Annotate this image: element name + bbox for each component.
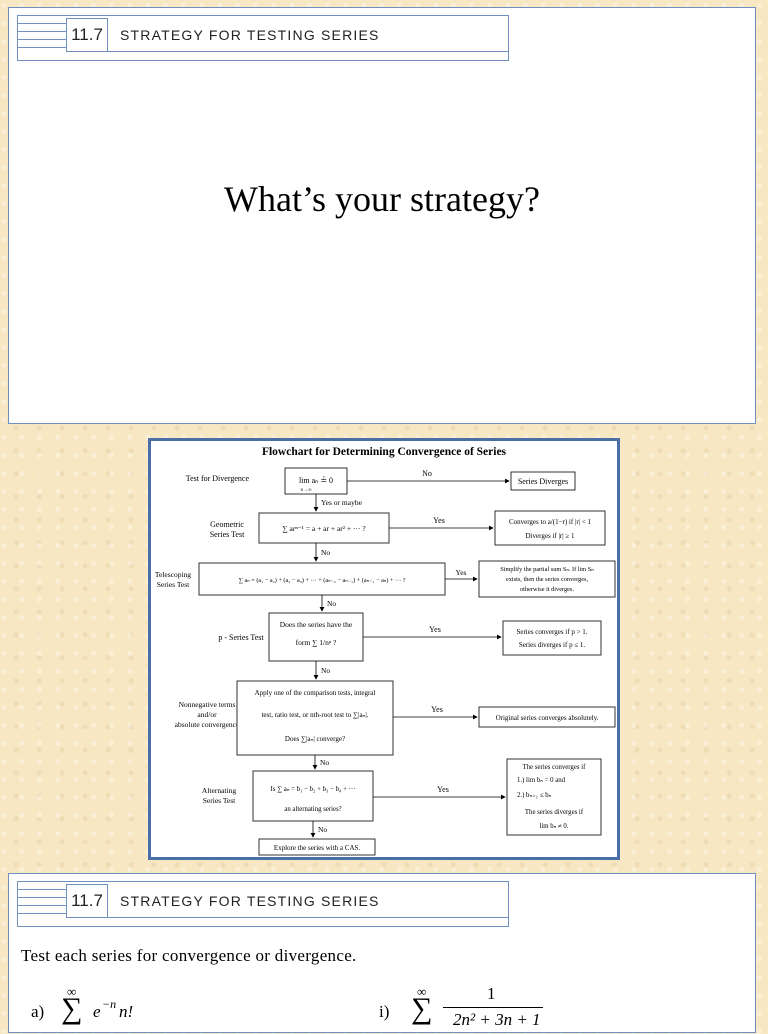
- alternating-result-4: The series diverges if: [525, 809, 584, 816]
- telescoping-result-box: [478, 560, 616, 598]
- divergence-condition-box: [284, 467, 348, 495]
- nonneg-label-1: Nonnegative terms: [179, 700, 236, 709]
- comparison-condition-2: test, ratio test, or nth-root test to ∑|…: [261, 711, 368, 719]
- problem-i-numerator: 1: [487, 984, 496, 1003]
- alternating-condition-2: an alternating series?: [284, 806, 341, 813]
- nonneg-label-2: and/or: [197, 710, 217, 719]
- branch-yes-4: Yes: [429, 625, 441, 634]
- flowchart-figure: Flowchart for Determining Convergence of…: [148, 438, 620, 860]
- alternating-result-2: 1.) lim bₙ = 0 and: [517, 777, 566, 784]
- telescoping-condition: ∑ aₙ = (a₁ − a₂) + (a₂ − a₃) + ··· + (aₙ…: [239, 577, 406, 584]
- geometric-result-box: [494, 510, 606, 546]
- nonneg-label-3: absolute convergence: [175, 720, 240, 729]
- branch-yes-3: Yes: [456, 568, 467, 577]
- section-header: 11.7 STRATEGY FOR TESTING SERIES: [17, 15, 509, 61]
- strategy-heading: What’s your strategy?: [224, 179, 540, 219]
- problem-i: i) ∞ ∑ 1 2n² + 3n + 1: [379, 984, 579, 1034]
- alternating-label-1: Alternating: [202, 786, 236, 795]
- telescoping-result-2: exists, then the series converges,: [506, 576, 588, 583]
- flowchart-title: Flowchart for Determining Convergence of…: [262, 446, 507, 458]
- alternating-result-3: 2.) bₙ₊₁ ≤ bₙ: [517, 792, 552, 799]
- cas-box: [258, 838, 376, 856]
- absolute-result: Original series converges absolutely.: [496, 714, 599, 722]
- section-title: STRATEGY FOR TESTING SERIES: [120, 27, 380, 43]
- problem-i-sigma: ∑: [411, 992, 433, 1025]
- section-number-2: 11.7: [66, 884, 108, 918]
- p-series-result-box: [502, 620, 602, 656]
- section-header-2: 11.7 STRATEGY FOR TESTING SERIES: [17, 881, 509, 927]
- header-underline-2: [108, 917, 508, 918]
- slide-title-card: 11.7 STRATEGY FOR TESTING SERIES What’s …: [8, 7, 756, 424]
- telescoping-condition-box: [198, 562, 446, 596]
- instruction-text: Test each series for convergence or dive…: [21, 946, 357, 965]
- header-rules: [18, 23, 66, 55]
- problem-i-upper: ∞: [417, 984, 427, 999]
- geometric-label-2: Series Test: [210, 530, 245, 539]
- telescoping-result-1: Simplify the partial sum Sₙ. If lim Sₙ: [500, 566, 594, 573]
- alternating-result-1: The series converges if: [523, 764, 586, 771]
- no-2: No: [321, 548, 330, 557]
- section-title-2: STRATEGY FOR TESTING SERIES: [120, 893, 380, 909]
- p-series-label: p - Series Test: [218, 633, 264, 642]
- header-rules-2: [18, 889, 66, 921]
- geometric-label-1: Geometric: [210, 520, 244, 529]
- explore-cas: Explore the series with a CAS.: [274, 844, 361, 852]
- geometric-result-2: Diverges if |r| ≥ 1: [526, 532, 575, 540]
- test-divergence-label: Test for Divergence: [186, 474, 250, 483]
- p-series-condition-2: form ∑ 1/nᵖ ?: [296, 638, 337, 647]
- geometric-result-1: Converges to a/(1−r) if |r| < 1: [509, 518, 592, 526]
- geometric-condition: ∑ arⁿ⁻¹ = a + ar + ar² + ··· ?: [282, 524, 366, 533]
- branch-yes-5: Yes: [431, 705, 443, 714]
- geometric-condition-box: [258, 512, 390, 544]
- branch-no-1: No: [422, 469, 432, 478]
- comparison-condition-3: Does ∑|aₙ| converge?: [285, 735, 345, 743]
- p-series-result-2: Series diverges if p ≤ 1.: [519, 641, 586, 649]
- problem-a-upper: ∞: [67, 984, 77, 999]
- p-series-condition-1: Does the series have the: [280, 620, 353, 629]
- problem-a: a) ∞ ∑ e −n n!: [31, 984, 231, 1034]
- problem-a-sigma: ∑: [61, 992, 83, 1025]
- problem-i-fraction-bar: [443, 1007, 543, 1008]
- yes-or-maybe: Yes or maybe: [321, 498, 363, 507]
- no-6: No: [318, 825, 327, 834]
- telescoping-label-2: Series Test: [157, 580, 190, 589]
- series-diverges-box: [510, 471, 576, 491]
- problem-a-label: a): [31, 1002, 45, 1021]
- comparison-condition-box: [236, 680, 394, 756]
- slide-exercises: 11.7 STRATEGY FOR TESTING SERIES Test ea…: [8, 873, 756, 1033]
- telescoping-result-3: otherwise it diverges.: [520, 586, 574, 593]
- alternating-result-5: lim bₙ ≠ 0.: [539, 823, 568, 830]
- series-diverges: Series Diverges: [518, 477, 568, 486]
- alternating-condition-1: Is ∑ aₙ = b₁ − b₂ + b₃ − b₄ + ···: [271, 786, 356, 793]
- divergence-condition: lim aₙ ≟ 0: [299, 476, 333, 485]
- divergence-condition-sub: n→∞: [300, 488, 312, 493]
- alternating-label-2: Series Test: [203, 796, 236, 805]
- problem-i-label: i): [379, 1002, 390, 1021]
- flowchart-svg: Flowchart for Determining Convergence of…: [155, 446, 616, 856]
- problem-a-tail: n!: [119, 1002, 134, 1021]
- no-3: No: [327, 599, 336, 608]
- alternating-result-box: [506, 758, 602, 836]
- problem-a-base: e: [93, 1002, 101, 1021]
- branch-yes-6: Yes: [437, 785, 449, 794]
- no-4: No: [321, 666, 330, 675]
- problem-i-denominator: 2n² + 3n + 1: [453, 1010, 541, 1029]
- comparison-condition-1: Apply one of the comparison tests, integ…: [255, 689, 376, 697]
- problem-a-exponent: −n: [102, 997, 117, 1011]
- header-underline: [108, 51, 508, 52]
- alternating-condition-box: [252, 770, 374, 822]
- no-5: No: [320, 758, 329, 767]
- absolute-result-box: [478, 706, 616, 728]
- p-series-condition-box: [268, 612, 364, 662]
- telescoping-label-1: Telescoping: [155, 570, 191, 579]
- p-series-result-1: Series converges if p > 1.: [516, 628, 587, 636]
- section-number: 11.7: [66, 18, 108, 52]
- branch-yes-2: Yes: [433, 516, 445, 525]
